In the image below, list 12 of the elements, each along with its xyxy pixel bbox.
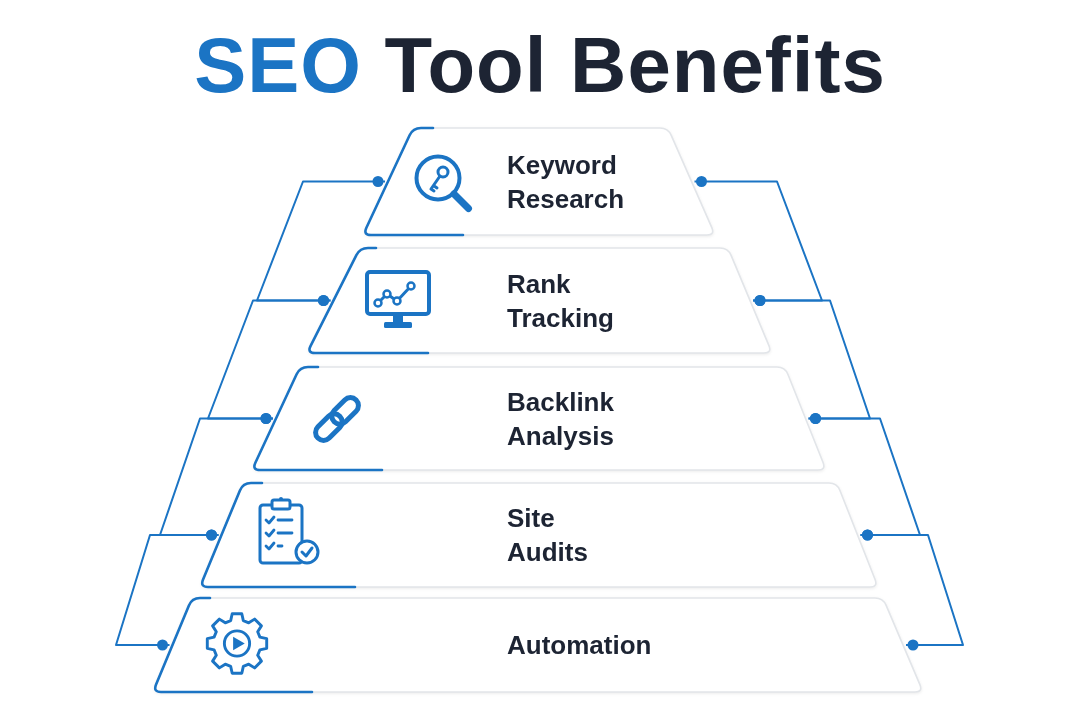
connector bbox=[859, 529, 964, 651]
title: SEO Tool Benefits bbox=[194, 22, 886, 110]
tier-label: Rank Tracking bbox=[507, 267, 614, 335]
trapezoid-tier bbox=[305, 246, 774, 355]
tier-label: Automation bbox=[507, 629, 652, 662]
trapezoid-tier bbox=[250, 365, 828, 472]
trapezoid-tier bbox=[151, 596, 925, 694]
tier-label: Keyword Research bbox=[507, 148, 625, 216]
tier-label: Backlink Analysis bbox=[507, 385, 614, 453]
trapezoid-tier bbox=[198, 481, 880, 589]
connector bbox=[115, 529, 220, 651]
tier-label: Site Audits bbox=[507, 502, 588, 569]
